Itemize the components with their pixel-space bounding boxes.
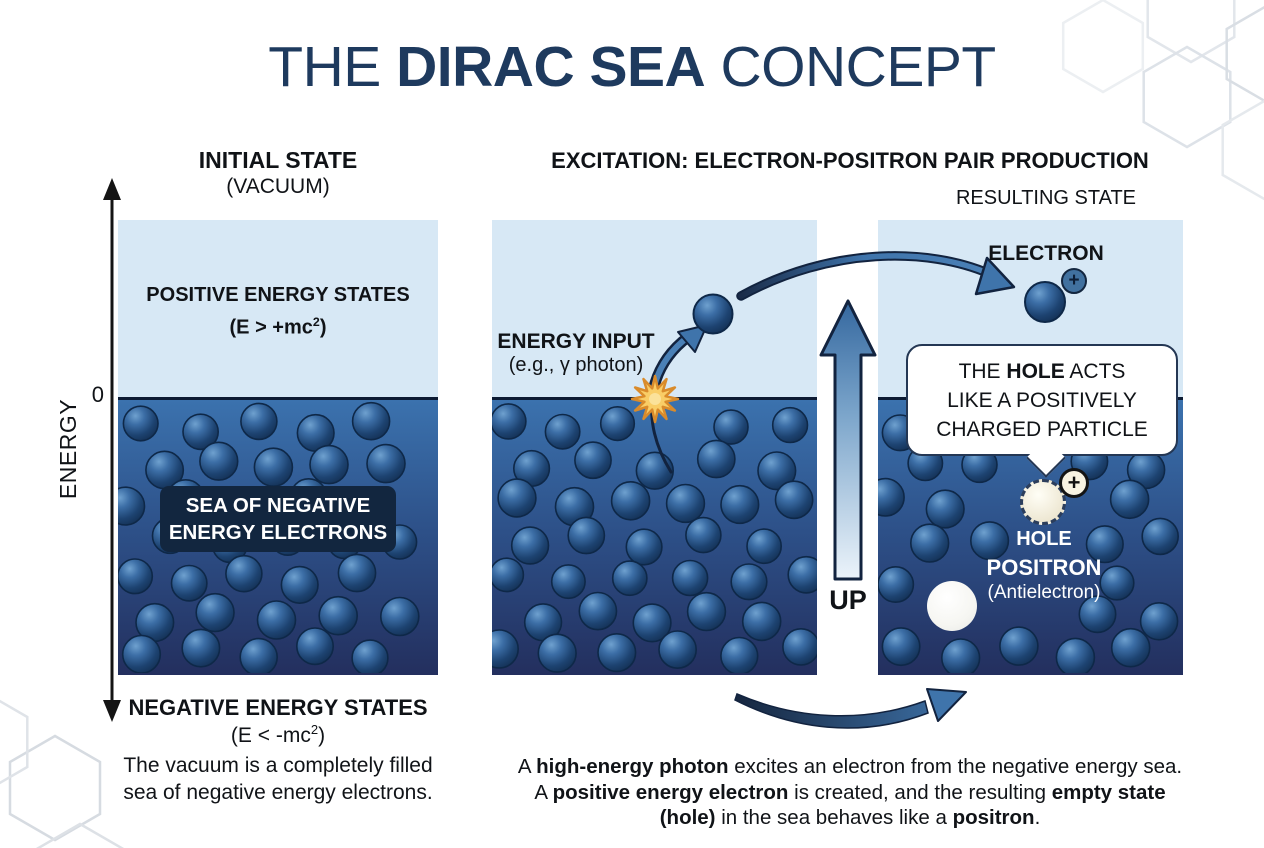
plus-charge-icon: + (1061, 268, 1087, 294)
resulting-state-heading: RESULTING STATE (955, 187, 1137, 209)
photon-burst-icon (630, 374, 680, 424)
hole-speech-bubble: THE HOLE ACTS LIKE A POSITIVELY CHARGED … (906, 344, 1178, 456)
positive-energy-region (492, 220, 817, 397)
title-pre: THE (268, 35, 397, 99)
antielectron-sublabel: (Antielectron) (987, 582, 1101, 603)
page-title: THE DIRAC SEA CONCEPT (0, 34, 1264, 100)
initial-state-heading: INITIAL STATE (198, 147, 358, 173)
electron-label: ELECTRON (988, 242, 1104, 265)
title-emphasis: DIRAC SEA (396, 35, 706, 99)
zero-energy-line (118, 397, 438, 400)
positron-sphere (927, 581, 977, 631)
sea-label-line2: ENERGY ELECTRONS (168, 521, 388, 544)
energy-input-label: ENERGY INPUT (e.g., γ photon) (496, 330, 656, 377)
energy-input-line1: ENERGY INPUT (497, 330, 655, 353)
axis-up-arrowhead-icon (103, 178, 121, 200)
hole-speech-bubble-text: THE HOLE ACTS LIKE A POSITIVELY CHARGED … (908, 346, 1176, 444)
negative-states-formula: (E < -mc2) (230, 722, 326, 747)
summary-caption: A high-energy photon excites an electron… (470, 754, 1230, 831)
flow-arrow (734, 688, 967, 729)
excited-electron-sphere (692, 293, 734, 335)
vacuum-subheading: (VACUUM) (226, 175, 330, 198)
up-arrow-label: UP (829, 585, 867, 615)
bubble-line2: LIKE A POSITIVELY (947, 389, 1137, 412)
axis-down-arrowhead-icon (103, 700, 121, 722)
up-arrow (819, 299, 877, 581)
sea-label-line1: SEA OF NEGATIVE (185, 494, 371, 517)
resulting-electron-sphere (1024, 281, 1066, 323)
positive-energy-region (118, 220, 438, 397)
summary-line2: A positive energy electron is created, a… (534, 780, 1166, 804)
energy-input-line2: (e.g., γ photon) (508, 354, 644, 376)
energy-axis-label: ENERGY (55, 398, 81, 500)
transfer-arrow (736, 251, 1016, 301)
hole-sphere (1020, 479, 1066, 525)
title-post: CONCEPT (705, 35, 997, 99)
positive-states-label: POSITIVE ENERGY STATES (E > +mc2) (118, 282, 438, 342)
excitation-heading: EXCITATION: ELECTRON-POSITRON PAIR PRODU… (551, 148, 1149, 173)
positron-label: POSITRON (986, 555, 1102, 580)
summary-line3: (hole) in the sea behaves like a positro… (659, 806, 1041, 829)
sea-label-box: SEA OF NEGATIVE ENERGY ELECTRONS (160, 486, 396, 552)
zero-tick-label: 0 (91, 382, 104, 407)
vacuum-caption: The vacuum is a completely filled sea of… (88, 752, 468, 806)
summary-line1: A high-energy photon excites an electron… (517, 755, 1183, 778)
positive-states-line1: POSITIVE ENERGY STATES (146, 284, 410, 306)
negative-states-label: NEGATIVE ENERGY STATES (128, 695, 428, 720)
energy-axis (103, 178, 121, 722)
positive-states-formula: (E > +mc2) (229, 315, 327, 339)
hole-label: HOLE (1016, 528, 1072, 550)
bubble-line3: CHARGED PARTICLE (936, 418, 1148, 441)
bubble-line1: THE HOLE ACTS (958, 360, 1126, 383)
vacuum-caption-line2: sea of negative energy electrons. (123, 781, 433, 804)
plus-charge-icon: + (1059, 468, 1089, 498)
vacuum-caption-line1: The vacuum is a completely filled (123, 754, 433, 777)
